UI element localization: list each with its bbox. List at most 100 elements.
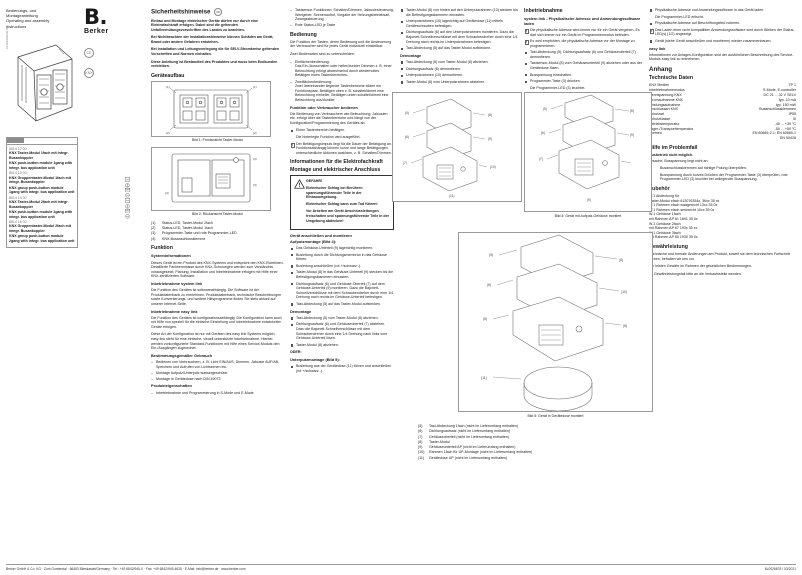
product-illustration xyxy=(17,44,73,122)
step-item: Einen Tastenbereich betätigen. xyxy=(290,128,394,133)
intended-use-title: Bestimmungsgemäßer Gebrauch xyxy=(151,352,213,358)
warranty-text: Technische und formale Änderungen am Pro… xyxy=(649,251,790,261)
tech-key: Inbetriebnahmemodus xyxy=(649,88,685,93)
order-name-de: KNX Taster-Modul 2fach mit integr. Busan… xyxy=(9,200,69,209)
order-name-de: KNX Gruppentaster-Modul 1fach mit integr… xyxy=(9,175,71,185)
svg-text:(7): (7) xyxy=(403,161,407,165)
step-item: Dichtungsaufsatz (6) und Gehäuseoberteil… xyxy=(290,322,394,340)
appendix-title: Anhang xyxy=(649,65,673,73)
warning-triangle-icon xyxy=(294,179,306,225)
mode-title: Zweiflächenbedienung: xyxy=(295,79,332,84)
legend-text: KNX-Busanschlussklemme xyxy=(162,236,206,241)
svg-text:(10): (10) xyxy=(621,290,627,294)
list-item: Inbetriebnahme und Programmierung in S-M… xyxy=(151,391,284,396)
list-item: Tastsensor-Funktionen: Schalten/Dimmen, … xyxy=(290,8,394,22)
svg-text:(8): (8) xyxy=(483,317,487,321)
tech-row: Betriebstemperatur-40 ... +39 °C xyxy=(649,122,796,127)
list-item: Bedienen von Verbrauchern, z. B. Licht E… xyxy=(151,360,284,369)
order-number: 8014 13 00 xyxy=(9,171,27,176)
document-side-code: 8140296/06/0716 xyxy=(5,25,9,49)
accessories-list: W.1 Abdeckung für Taster-Modul xfach 613… xyxy=(649,194,796,240)
svg-text:(5): (5) xyxy=(543,107,547,111)
step-item-info: Das Laden einer nicht kompatiblen Anwend… xyxy=(649,28,796,37)
legend-number: (6) xyxy=(418,429,423,434)
intro-line-1: Montageanleitung xyxy=(6,13,38,19)
order-name-en: KNX group push-button module 1gang with … xyxy=(9,185,75,195)
order-item: 8014 13 00 KNX Gruppentaster-Modul 1fach… xyxy=(9,171,75,194)
accessory-row: W.1 Rahmen xfach senkrecht 10xx 35 0x xyxy=(649,207,715,212)
operation-intro: Die Funktion der Tasten, deren Bedienung… xyxy=(290,39,392,49)
system-info-title: Systeminformationen xyxy=(151,253,191,259)
ce-mark-inline-icon: CE xyxy=(214,8,223,16)
accessory-row: W.1 Gehäuse 3fach xyxy=(649,230,681,235)
legend-item: (6)Dichtungsaufsatz (nicht im Lieferumfa… xyxy=(418,429,670,434)
svg-text:(6): (6) xyxy=(405,135,409,139)
legend-item: (4) KNX-Busanschlussklemme xyxy=(151,237,284,242)
column-appendix: Physikalische Adresse und Anwendungssoft… xyxy=(649,8,796,548)
svg-text:(4): (4) xyxy=(165,191,169,195)
commissioning-steps: Die physikalische Adresse wird immer nur… xyxy=(524,28,643,98)
figure-2-rear-view: (3) (3) (4) xyxy=(151,146,271,211)
trouble-cause: Ursache: Busspannung liegt nicht an. xyxy=(649,158,709,163)
legend-number: (10) xyxy=(418,450,425,455)
switch-module-icon xyxy=(125,177,130,182)
step-item: Physikalische Adresse und Anwendungssoft… xyxy=(649,8,796,13)
group-module-icon xyxy=(125,214,130,219)
order-number: 8014 15 00 xyxy=(9,220,27,225)
step-item-info: Es wird empfohlen, die physikalische Adr… xyxy=(524,39,643,48)
step-item: Programmier-Taste (3) drücken. xyxy=(524,79,643,84)
svg-text:(9): (9) xyxy=(630,133,634,137)
step-item: Dichtungsaufsatz (6) demontieren. xyxy=(400,67,518,72)
tech-value: TP 1 xyxy=(788,83,796,88)
safety-paragraph: Diese Anleitung ist Bestandteil des Prod… xyxy=(151,59,278,69)
operate-function-steps: Einen Tastenbereich betätigen. Die hinte… xyxy=(290,128,394,155)
step-item: Das Gehäuse-Unterteil (9) lagerichtig mo… xyxy=(290,246,394,251)
tech-key: Lager-/Transporttemperatur xyxy=(649,126,694,131)
accessory-row: W.1 Rahmen xfach waagerecht 13xx 35 0x xyxy=(649,203,718,208)
column-flush-mounting: Taster-Modul (8) von hinten auf den Unte… xyxy=(400,8,524,548)
intro-line-2: Operating and assembly xyxy=(6,18,50,24)
tech-value: III xyxy=(793,117,796,122)
legend-item: (7)Gehäuseoberteil (nicht im Lieferumfan… xyxy=(418,435,670,440)
tech-row: Lager-/Transporttemperatur-50 ... +50 °C xyxy=(649,127,796,132)
mounting-title: Montage und elektrischer Anschluss xyxy=(290,167,381,174)
column-product: Bedienungs- und Montageanleitung Operati… xyxy=(5,8,80,548)
list-item: Rote Status-LED je Taste xyxy=(290,23,394,28)
tech-key: KNX Medien xyxy=(649,83,670,88)
or-label: ODER: xyxy=(290,350,302,355)
figure-5-block: (5) (6) (8) (11) (6) (10) (8) Bild 5: Ge… xyxy=(458,232,653,418)
figure-1: (1)(1) (2)(2) Bild 1: Frontansicht Taste… xyxy=(151,80,284,143)
legend-text: Tast-Abdeckung 1fach (nicht im Lieferumf… xyxy=(429,424,519,428)
legend-number: (3) xyxy=(151,231,156,236)
brand-name: Berker xyxy=(84,28,109,35)
accessory-row: W.1 Abdeckung für xyxy=(649,193,680,198)
operate-function-intro: Die Bedienung von Verbrauchern wie Beleu… xyxy=(290,111,388,125)
figure-1-caption: Bild 1: Frontansicht Taster-Modul xyxy=(191,138,244,143)
svg-text:(8): (8) xyxy=(488,113,492,117)
flush-demount-title: Demontage xyxy=(400,52,422,58)
tech-value: EN 50428 xyxy=(780,136,796,141)
safety-paragraph: Bei Nichtbeachten der Installationshinwe… xyxy=(151,35,274,44)
svg-text:(9): (9) xyxy=(488,137,492,141)
commissioning-easylink-title: easy link xyxy=(649,45,666,51)
operation-sub-intro: Zwei Bedienarten sind zu unterscheiden: xyxy=(290,52,355,57)
step-item: Busspannung durch kurzes Drücken der Pro… xyxy=(660,172,788,182)
legend-item: (3)Programmier-Taste und rote Programmie… xyxy=(151,231,284,236)
column-layout: Bedienungs- und Montageanleitung Operati… xyxy=(5,7,796,548)
demount-title: Demontage xyxy=(290,308,312,314)
accessory-row: mit Rahmen AP 60 1930 35 0x xyxy=(649,235,698,240)
step-item: Die Programmier-LED (3) leuchtet. xyxy=(530,85,586,90)
tech-key: Schutzart xyxy=(649,112,665,117)
safety-paragraph: Einbau und Montage elektrischer Geräte d… xyxy=(151,18,259,32)
operation-modes: Einflächenbedienung: Das Ein-/Ausschalte… xyxy=(290,60,394,103)
mode-title: Einflächenbedienung: xyxy=(295,59,330,64)
order-name-de: KNX Gruppentaster-Modul 2fach mit integr… xyxy=(9,224,71,233)
step-item: Busleitung aus der Gerätedose (11) führe… xyxy=(290,364,394,373)
legend-item: (1)Status-LED, Taster-Modul 2fach xyxy=(151,221,284,226)
trouble-title: Hilfe im Problemfall xyxy=(649,145,698,152)
legend-number: (4) xyxy=(151,236,156,241)
